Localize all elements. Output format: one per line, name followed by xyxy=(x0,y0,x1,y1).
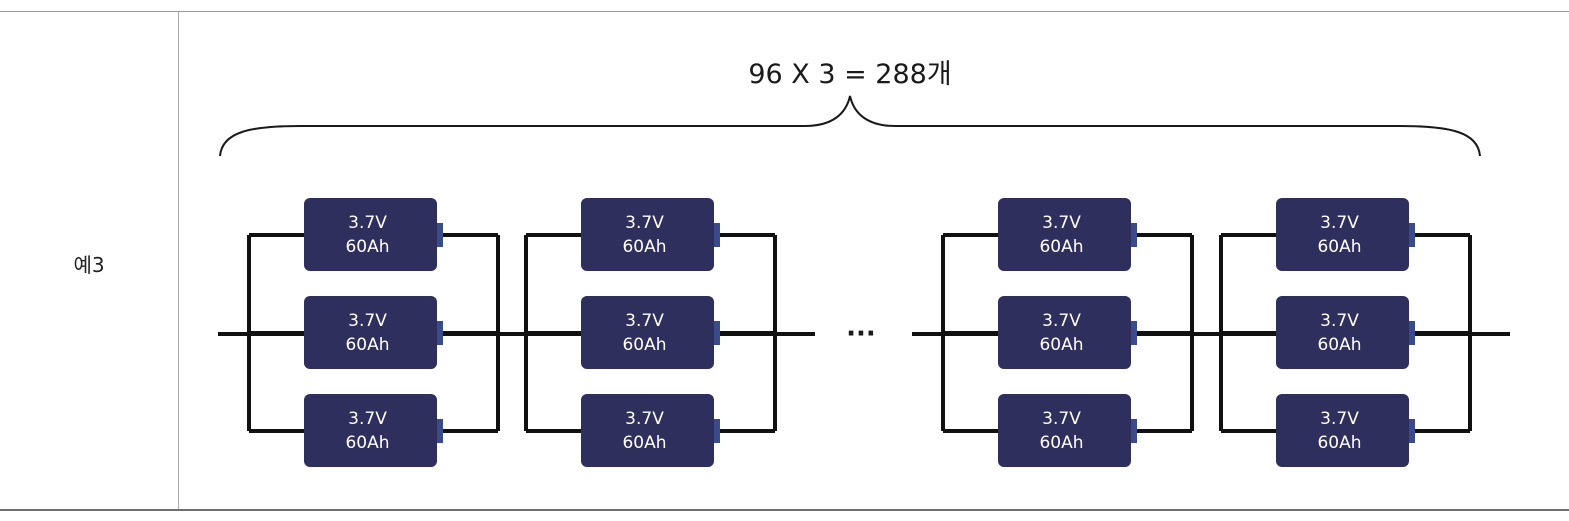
cell-voltage: 3.7V xyxy=(1320,311,1359,331)
battery-terminal xyxy=(437,223,443,247)
cell-capacity: 60Ah xyxy=(1317,335,1361,355)
cell-count-formula: 96 X 3 = 288개 xyxy=(748,59,952,90)
battery-terminal xyxy=(1409,419,1415,443)
cell-voltage: 3.7V xyxy=(348,213,387,233)
cell-capacity: 60Ah xyxy=(345,237,389,257)
battery-terminal xyxy=(714,223,720,247)
battery-cell xyxy=(1276,198,1409,271)
battery-cell xyxy=(998,394,1131,467)
table-bottom-rule xyxy=(0,509,1569,511)
table-top-rule xyxy=(0,11,1569,12)
grouping-brace xyxy=(219,95,1481,157)
battery-cell xyxy=(581,394,714,467)
cell-voltage: 3.7V xyxy=(625,213,664,233)
battery-cell xyxy=(581,296,714,369)
cell-voltage: 3.7V xyxy=(1042,311,1081,331)
battery-terminal xyxy=(1131,223,1137,247)
ellipsis: ··· xyxy=(846,319,876,349)
cell-capacity: 60Ah xyxy=(1039,335,1083,355)
cell-voltage: 3.7V xyxy=(348,311,387,331)
battery-cell xyxy=(304,296,437,369)
cell-capacity: 60Ah xyxy=(622,335,666,355)
cell-capacity: 60Ah xyxy=(622,433,666,453)
cell-voltage: 3.7V xyxy=(1042,213,1081,233)
battery-cell xyxy=(581,198,714,271)
cell-voltage: 3.7V xyxy=(625,409,664,429)
battery-terminal xyxy=(437,419,443,443)
cell-capacity: 60Ah xyxy=(1317,433,1361,453)
cell-capacity: 60Ah xyxy=(345,335,389,355)
battery-terminal xyxy=(437,321,443,345)
battery-terminal xyxy=(1409,321,1415,345)
battery-cell xyxy=(1276,296,1409,369)
battery-terminal xyxy=(714,321,720,345)
battery-terminal xyxy=(1409,223,1415,247)
parallel-group: 3.7V 60Ah 3.7V 60Ah 3.7V 60Ah xyxy=(1219,198,1472,467)
battery-cell xyxy=(304,198,437,271)
cell-capacity: 60Ah xyxy=(1039,237,1083,257)
parallel-group: 3.7V 60Ah 3.7V 60Ah 3.7V 60Ah xyxy=(524,198,777,467)
battery-terminal xyxy=(714,419,720,443)
parallel-group: 3.7V 60Ah 3.7V 60Ah 3.7V 60Ah xyxy=(941,198,1194,467)
cell-voltage: 3.7V xyxy=(1320,213,1359,233)
cell-capacity: 60Ah xyxy=(1039,433,1083,453)
cell-capacity: 60Ah xyxy=(1317,237,1361,257)
cell-voltage: 3.7V xyxy=(1320,409,1359,429)
battery-cell xyxy=(998,198,1131,271)
cell-voltage: 3.7V xyxy=(1042,409,1081,429)
battery-terminal xyxy=(1131,419,1137,443)
parallel-groups: 3.7V 60Ah 3.7V 60Ah 3.7V 60Ah 3.7V 60Ah 3.7V 60Ah… xyxy=(247,198,1472,467)
parallel-group: 3.7V 60Ah 3.7V 60Ah 3.7V 60Ah xyxy=(247,198,500,467)
cell-capacity: 60Ah xyxy=(622,237,666,257)
battery-cell xyxy=(998,296,1131,369)
cell-capacity: 60Ah xyxy=(345,433,389,453)
battery-cell xyxy=(1276,394,1409,467)
battery-cell xyxy=(304,394,437,467)
row-label: 예3 xyxy=(73,253,105,277)
column-divider xyxy=(178,12,179,509)
battery-terminal xyxy=(1131,321,1137,345)
cell-voltage: 3.7V xyxy=(625,311,664,331)
cell-voltage: 3.7V xyxy=(348,409,387,429)
